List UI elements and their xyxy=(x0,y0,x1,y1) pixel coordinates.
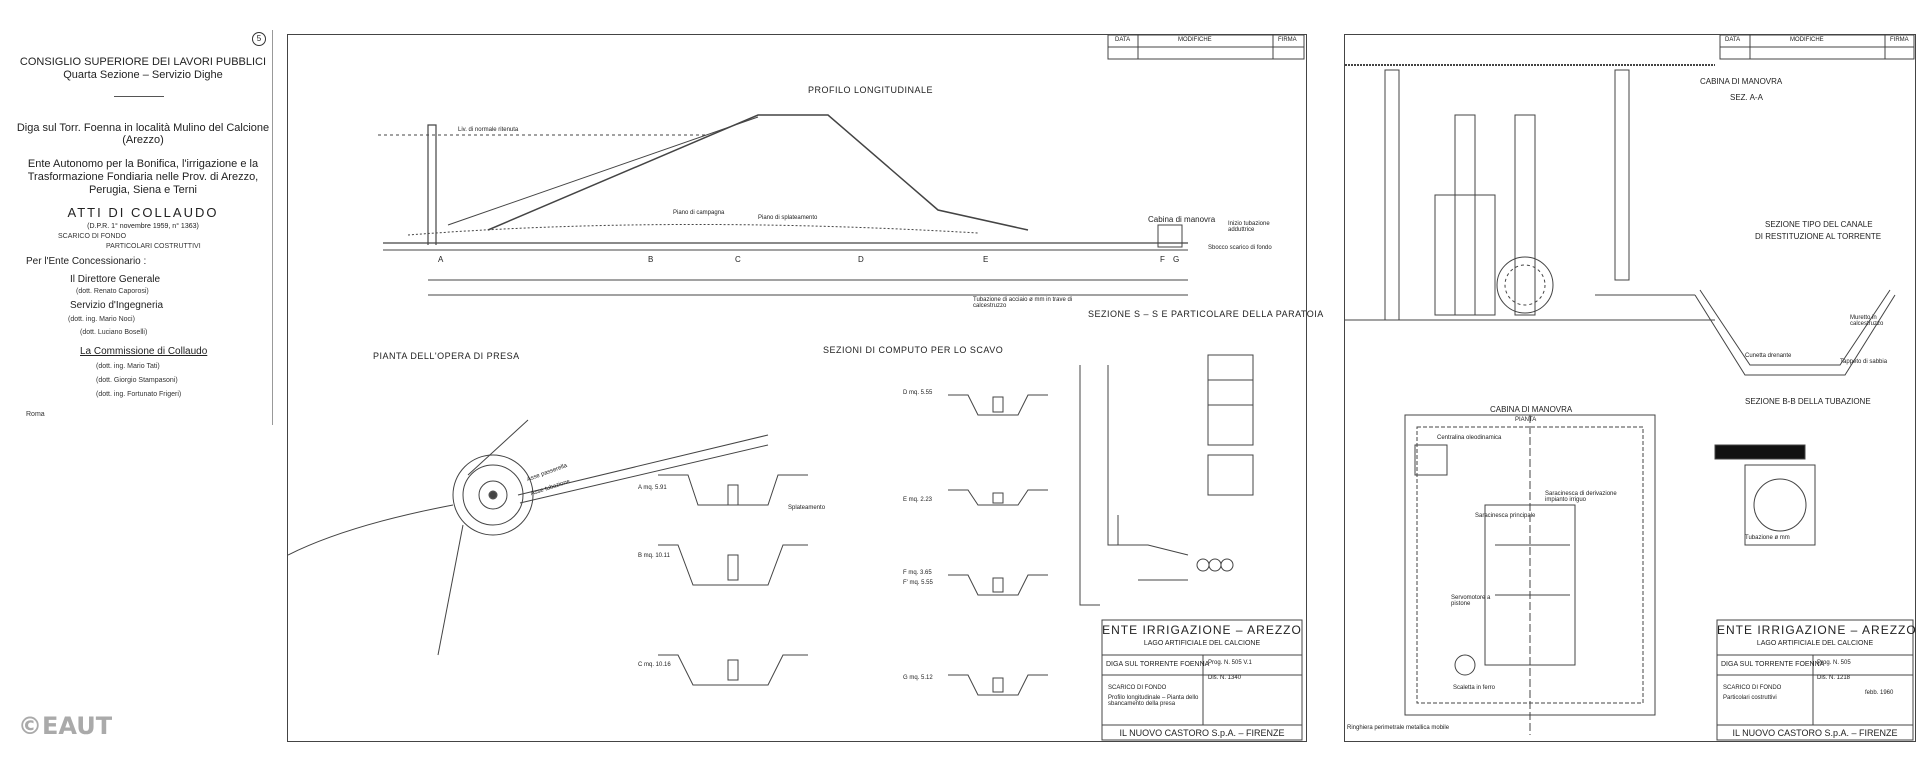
cover-line2: Quarta Sezione – Servizio Dighe xyxy=(63,69,223,81)
tb2-sub: LAGO ARTIFICIALE DEL CALCIONE xyxy=(1756,640,1874,647)
ringhiera-label: Ringhiera perimetrale metallica mobile xyxy=(1347,725,1450,731)
sheet1-drawing xyxy=(288,35,1305,741)
cover-direttore: Il Direttore Generale xyxy=(70,274,161,285)
inizio-tubazione-label: Inizio tubazione adduttrice xyxy=(1228,221,1270,233)
cover-ente2: Trasformazione Fondiaria nelle Prov. di … xyxy=(27,171,259,183)
rev-firma: FIRMA xyxy=(1278,37,1297,43)
tb1-title: ENTE IRRIGAZIONE – AREZZO xyxy=(1102,623,1302,637)
tubazione-acciaio-label: Tubazione di acciaio ø mm in trave di ca… xyxy=(973,297,1073,309)
tb2-title: ENTE IRRIGAZIONE – AREZZO xyxy=(1717,623,1917,637)
station-b: B xyxy=(648,255,654,264)
cover-line1: CONSIGLIO SUPERIORE DEI LAVORI PUBBLICI xyxy=(19,56,267,68)
station-f: F xyxy=(1160,255,1165,264)
sheet2-drawing xyxy=(1345,35,1915,741)
station-g: G xyxy=(1173,255,1180,264)
cover-ente3: Perugia, Siena e Terni xyxy=(88,184,198,196)
station-e: E xyxy=(983,255,989,264)
pianta-presa-title: PIANTA DELL'OPERA DI PRESA xyxy=(373,351,520,361)
sez-aa-label: SEZ. A-A xyxy=(1730,93,1763,102)
pianta-label: PIANTA xyxy=(1515,417,1537,423)
page-number: 5 xyxy=(252,32,266,46)
drawing-sheet-2: DATA MODIFICHE FIRMA CABINA DI MANOVRA S… xyxy=(1344,34,1916,742)
servomotore-label: Servomotore a pistone xyxy=(1451,595,1491,607)
tb1-footer: IL NUOVO CASTORO S.p.A. – FIRENZE xyxy=(1119,728,1285,738)
cover-servizio-n1: (dott. ing. Mario Noci) xyxy=(68,316,135,323)
cover-direttore-name: (dott. Renato Caporosi) xyxy=(76,288,149,295)
tb2-footer: IL NUOVO CASTORO S.p.A. – FIRENZE xyxy=(1732,728,1898,738)
cover-divider xyxy=(114,96,164,97)
cabina-aa-title: CABINA DI MANOVRA xyxy=(1700,77,1783,86)
tb1-diga: DIGA SUL TORRENTE FOENNA xyxy=(1106,661,1210,668)
watermark: ©EAUT xyxy=(18,712,113,740)
sez-canale-line2: DI RESTITUZIONE AL TORRENTE xyxy=(1755,232,1882,241)
cover-dam1: Diga sul Torr. Foenna in località Mulino… xyxy=(16,122,270,134)
tb2-scarico: SCARICO DI FONDO xyxy=(1723,685,1782,691)
cover-roma: Roma xyxy=(26,411,45,418)
section-f-area: F mq. 3.65 xyxy=(903,570,932,576)
tubazione-label: Tubazione ø mm xyxy=(1745,535,1790,541)
cover-ente1: Ente Autonomo per la Bonifica, l'irrigaz… xyxy=(27,158,259,170)
scaletta-label: Scaletta in ferro xyxy=(1453,685,1496,691)
sez-bb-title: SEZIONE B-B DELLA TUBAZIONE xyxy=(1745,397,1871,406)
tb2-dis: Dis. N. 1218 xyxy=(1817,675,1851,681)
station-a: A xyxy=(438,255,444,264)
cover-atti-sub: (D.P.R. 1° novembre 1959, n° 1363) xyxy=(87,223,199,230)
cover-particolari: PARTICOLARI COSTRUTTIVI xyxy=(106,243,201,250)
splateamento-label: Splateamento xyxy=(788,505,826,511)
tb2-prog: Prog. N. 505 xyxy=(1817,660,1851,666)
drawing-sheet-1: DATA MODIFICHE FIRMA PROFILO LONGITUDINA… xyxy=(287,34,1323,742)
sezione-ss-title: SEZIONE S – S E PARTICOLARE DELLA PARATO… xyxy=(1088,309,1324,319)
tb1-sub: LAGO ARTIFICIALE DEL CALCIONE xyxy=(1143,640,1261,647)
sbocco-label: Sbocco scarico di fondo xyxy=(1208,245,1272,251)
cover-dam2: (Arezzo) xyxy=(122,134,164,146)
station-d: D xyxy=(858,255,864,264)
cunetta-label: Cunetta drenante xyxy=(1745,353,1792,359)
cover-comm-n2: (dott. Giorgio Stampasoni) xyxy=(96,377,178,384)
rev2-data: DATA xyxy=(1725,37,1741,43)
centralina-label: Centralina oleodinamica xyxy=(1437,435,1502,441)
cover-servizio-n2: (dott. Luciano Boselli) xyxy=(80,329,148,336)
liv-normale-label: Liv. di normale ritenuta xyxy=(458,127,519,133)
cover-per-ente: Per l'Ente Concessionario : xyxy=(26,256,147,267)
section-f2-area: F' mq. 5.55 xyxy=(903,580,933,586)
cover-sheet: 5 CONSIGLIO SUPERIORE DEI LAVORI PUBBLIC… xyxy=(14,30,273,425)
rev-data: DATA xyxy=(1115,37,1131,43)
cover-comm-n1: (dott. ing. Mario Tati) xyxy=(96,363,160,370)
sezioni-computo-title: SEZIONI DI COMPUTO PER LO SCAVO xyxy=(823,345,1004,355)
cover-scarico: SCARICO DI FONDO xyxy=(58,233,127,240)
section-d-area: D mq. 5.55 xyxy=(903,390,933,396)
cabina-label: Cabina di manovra xyxy=(1148,215,1216,224)
tb2-date: febb. 1960 xyxy=(1865,690,1894,696)
muretto-label: Muretto in calcestruzzo xyxy=(1850,315,1884,327)
station-c: C xyxy=(735,255,741,264)
cover-atti: ATTI DI COLLAUDO xyxy=(67,205,219,220)
tb1-desc: Profilo longitudinale – Pianta dello sba… xyxy=(1108,695,1199,707)
tb2-desc: Particolari costruttivi xyxy=(1723,695,1777,701)
rev-modifiche: MODIFICHE xyxy=(1178,37,1212,43)
section-a-area: A mq. 5.91 xyxy=(638,485,667,491)
cover-servizio: Servizio d'Ingegneria xyxy=(70,300,164,311)
saracinesca-derivazione-label: Saracinesca di derivazione impianto irri… xyxy=(1545,491,1617,503)
tb1-scarico: SCARICO DI FONDO xyxy=(1108,685,1167,691)
section-g-area: G mq. 5.12 xyxy=(903,675,933,681)
rev2-modifiche: MODIFICHE xyxy=(1790,37,1824,43)
saracinesca-principale-label: Saracinesca principale xyxy=(1475,513,1536,519)
tappeto-label: Tappeto di sabbia xyxy=(1840,359,1888,365)
tb2-diga: DIGA SUL TORRENTE FOENNA xyxy=(1721,661,1825,668)
section-e-area: E mq. 2.23 xyxy=(903,497,933,503)
cabina-pianta-title: CABINA DI MANOVRA xyxy=(1490,405,1573,414)
piano-campagna-label: Piano di campagna xyxy=(673,210,725,216)
cover-commissione: La Commissione di Collaudo xyxy=(80,346,208,357)
cover-comm-n3: (dott. ing. Fortunato Frigeri) xyxy=(96,391,182,398)
tb1-prog: Prog. N. 505 V.1 xyxy=(1208,660,1252,666)
tb1-dis: Dis. N. 1340 xyxy=(1208,675,1242,681)
sez-canale-line1: SEZIONE TIPO DEL CANALE xyxy=(1765,220,1873,229)
section-b-area: B mq. 10.11 xyxy=(638,553,670,559)
section-c-area: C mq. 10.16 xyxy=(638,662,671,668)
profilo-title: PROFILO LONGITUDINALE xyxy=(808,85,934,95)
piano-splateamento-label: Piano di splateamento xyxy=(758,215,818,221)
rev2-firma: FIRMA xyxy=(1890,37,1909,43)
